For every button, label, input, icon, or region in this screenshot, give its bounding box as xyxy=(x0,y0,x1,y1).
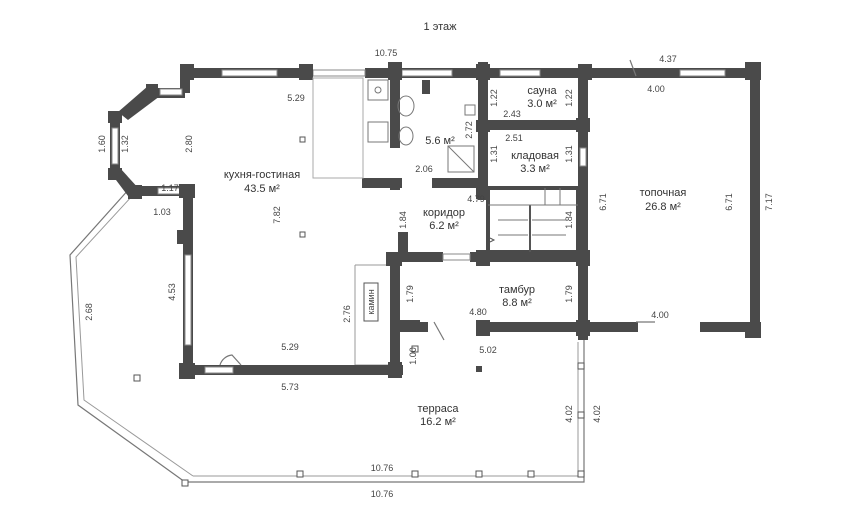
room-bath-area: 5.6 м² xyxy=(425,135,455,147)
dim-bay-4: 1.03 xyxy=(153,207,171,217)
dim-furnace-h1: 6.71 xyxy=(598,193,608,211)
dim-terrace-h2: 4.02 xyxy=(592,405,602,423)
room-terrace-area: 16.2 м² xyxy=(420,416,456,428)
fireplace-label: камин xyxy=(366,289,376,314)
dim-fire-h: 2.76 xyxy=(342,305,352,323)
room-terrace-name: терраса xyxy=(417,403,459,415)
dim-pantry-h1: 1.31 xyxy=(489,145,499,163)
dim-top-total: 10.75 xyxy=(375,48,398,58)
room-vestibule-area: 8.8 м² xyxy=(502,297,532,309)
room-pantry-name: кладовая xyxy=(511,150,559,162)
dim-kitchen-left: 2.80 xyxy=(184,135,194,153)
dim-kitchen-top: 5.29 xyxy=(287,93,305,103)
dim-stair-h: 1.84 xyxy=(564,211,574,229)
dimensions: 10.75 4.37 5.29 1.22 1.22 2.43 2.72 2.51… xyxy=(84,48,774,499)
dim-step-w: 5.02 xyxy=(479,345,497,355)
dim-terrace-w2: 10.76 xyxy=(371,489,394,499)
dim-furnace-bottom: 4.00 xyxy=(651,310,669,320)
dim-pantry-h2: 1.31 xyxy=(564,145,574,163)
room-kitchen-area: 43.5 м² xyxy=(244,183,280,195)
dim-bath-h: 2.72 xyxy=(464,121,474,139)
dim-vest-h2: 1.79 xyxy=(564,285,574,303)
dim-bay-1: 1.60 xyxy=(97,135,107,153)
dim-sauna-h2: 1.22 xyxy=(564,89,574,107)
room-vestibule-name: тамбур xyxy=(499,284,535,296)
terrace-outline xyxy=(69,187,585,483)
dim-top-right: 4.37 xyxy=(659,54,677,64)
terrace-posts xyxy=(133,136,585,487)
dim-right-total: 7.17 xyxy=(764,193,774,211)
dim-step-h: 1.00 xyxy=(408,347,418,365)
dim-terrace-w1: 10.76 xyxy=(371,463,394,473)
dim-kitchen-h: 7.82 xyxy=(272,206,282,224)
dim-corr-h: 1.84 xyxy=(398,211,408,229)
room-labels: кухня-гостиная 43.5 м² 5.6 м² сауна 3.0 … xyxy=(224,85,687,428)
doors xyxy=(219,59,655,366)
dim-corr-w: 2.06 xyxy=(415,164,433,174)
room-sauna-name: сауна xyxy=(527,85,557,97)
room-furnace-area: 26.8 м² xyxy=(645,201,681,213)
room-sauna-area: 3.0 м² xyxy=(527,98,557,110)
staircase xyxy=(486,186,580,254)
dim-sauna-w: 2.43 xyxy=(503,109,521,119)
room-corridor-name: коридор xyxy=(423,207,465,219)
dim-bay-2: 1.32 xyxy=(120,135,130,153)
dim-terrace-left: 2.68 xyxy=(84,303,94,321)
dim-kitchen-bottom: 5.29 xyxy=(281,342,299,352)
dim-stair-w: 4.79 xyxy=(467,194,485,204)
dim-vest-h1: 1.79 xyxy=(405,285,415,303)
walls xyxy=(108,62,761,379)
dim-kitchen-bottom2: 5.73 xyxy=(281,382,299,392)
room-corridor-area: 6.2 м² xyxy=(429,220,459,232)
fireplace xyxy=(363,282,379,322)
room-pantry-area: 3.3 м² xyxy=(520,163,550,175)
dim-furnace-top: 4.00 xyxy=(647,84,665,94)
room-kitchen-name: кухня-гостиная xyxy=(224,169,300,181)
dim-pantry-w: 2.51 xyxy=(505,133,523,143)
dim-bay-3: 1.17 xyxy=(161,183,179,193)
dim-sauna-h1: 1.22 xyxy=(489,89,499,107)
dim-furnace-h2: 6.71 xyxy=(724,193,734,211)
plan-title: 1 этаж xyxy=(424,21,458,33)
dim-terrace-h1: 4.02 xyxy=(564,405,574,423)
fixtures xyxy=(312,77,476,179)
dim-kitchen-left2: 4.53 xyxy=(167,283,177,301)
dim-vest-w: 4.80 xyxy=(469,307,487,317)
room-furnace-name: топочная xyxy=(640,187,687,199)
